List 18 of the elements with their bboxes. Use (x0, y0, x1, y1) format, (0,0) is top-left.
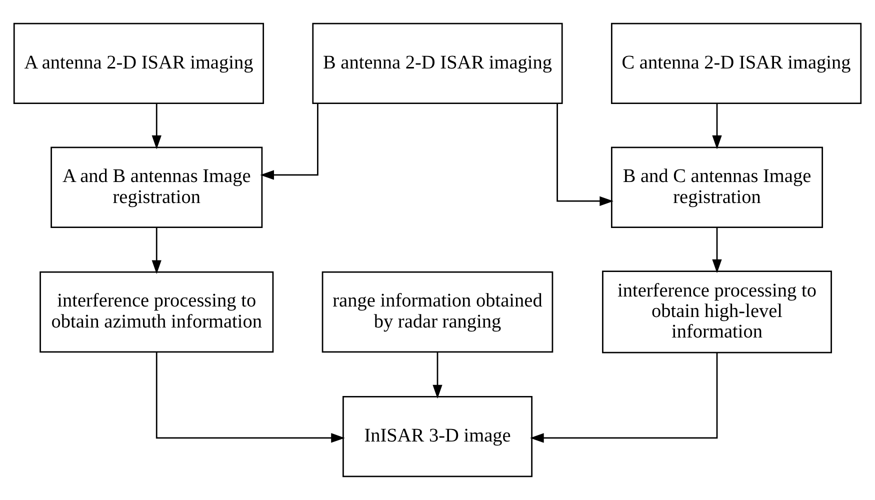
node-box: A antenna 2-D ISAR imaging (13, 22, 264, 104)
arrow (712, 227, 722, 274)
node-box: B antenna 2-D ISAR imaging (312, 22, 563, 104)
arrow (530, 352, 718, 443)
arrow (156, 352, 345, 443)
node-box: B and C antennas Image registration (610, 146, 824, 228)
arrow (712, 104, 722, 150)
node-box: interference processing to obtain high-level information (602, 270, 832, 354)
node-box: interference processing to obtain azimuth information (40, 271, 274, 353)
node-box: InISAR 3-D image (342, 396, 532, 478)
arrow (556, 104, 614, 206)
node-box: range information obtained by radar ranging (322, 271, 554, 353)
arrow (260, 104, 318, 180)
arrow (152, 104, 162, 150)
node-box: A and B antennas Image registration (50, 146, 263, 228)
node-box: C antenna 2-D ISAR imaging (610, 22, 862, 104)
arrow (152, 227, 162, 274)
arrow (432, 352, 442, 399)
